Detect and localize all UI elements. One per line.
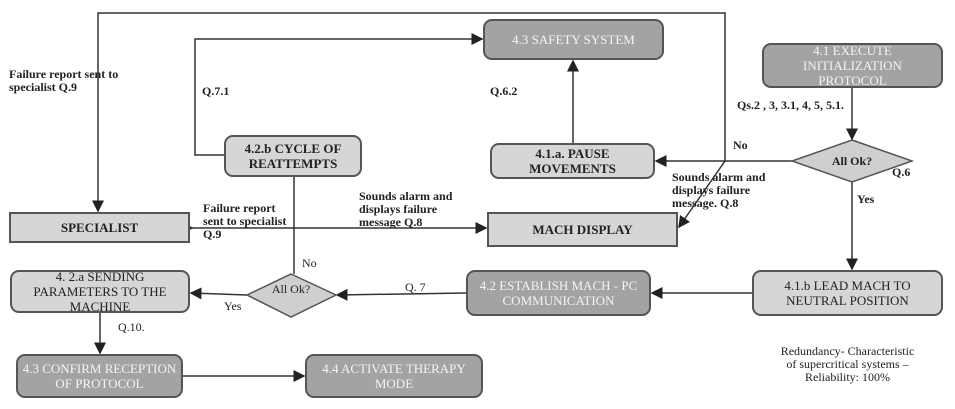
node-cycle-reattempts: 4.2.b CYCLE OF REATTEMPTS xyxy=(224,135,362,177)
node-specialist: SPECIALIST xyxy=(9,212,190,243)
edge-junction-to-display xyxy=(678,160,726,229)
edge-establish-to-decision xyxy=(335,288,467,301)
edge-decision-to-sending xyxy=(189,287,248,300)
label-q6-2: Q.6.2 xyxy=(490,84,518,98)
decision-right-label: All Ok? xyxy=(831,154,873,168)
label-failure-report-mid: Failure report sent to specialist Q.9 xyxy=(203,201,287,241)
label-q6: Q.6 xyxy=(892,165,911,179)
node-mach-display: MACH DISPLAY xyxy=(487,212,678,247)
node-confirm-reception: 4.3 CONFIRM RECEPTION OF PROTOCOL xyxy=(16,354,183,398)
label-qs-list: Qs.2 , 3, 3.1, 4, 5, 5.1. xyxy=(737,98,845,112)
node-lead-neutral: 4.1.b LEAD MACH TO NEUTRAL POSITION xyxy=(752,270,943,316)
node-activate-therapy: 4.4 ACTIVATE THERAPY MODE xyxy=(305,354,483,398)
node-pause-movements: 4.1.a. PAUSE MOVEMENTS xyxy=(490,143,655,179)
label-no-right: No xyxy=(733,138,748,152)
label-sounds-alarm-mid: Sounds alarm and displays failure messag… xyxy=(359,189,453,229)
label-failure-report-top: Failure report sent to specialist Q.9 xyxy=(9,67,119,94)
decision-left-shape xyxy=(245,273,338,318)
label-q10: Q.10. xyxy=(118,320,145,334)
node-execute-init: 4.1 EXECUTE INITIALIZATION PROTOCOL xyxy=(762,43,943,88)
label-no-left: No xyxy=(302,256,317,270)
label-sounds-alarm-right: Sounds alarm and displays failure messag… xyxy=(672,170,766,210)
label-q7-1: Q.7.1 xyxy=(202,84,230,98)
label-yes-left: Yes xyxy=(224,299,242,313)
node-establish-comm: 4.2 ESTABLISH MACH - PC COMMUNICATION xyxy=(466,270,651,316)
edge-top-loop-to-specialist xyxy=(92,12,726,213)
edge-cycle-to-safety xyxy=(194,33,484,156)
node-sending-params: 4. 2.a SENDING PARAMETERS TO THE MACHINE xyxy=(10,269,190,314)
decision-right-shape xyxy=(789,139,915,183)
decision-left-label: All Ok? xyxy=(271,282,311,296)
label-redundancy-note: Redundancy- Characteristic of supercriti… xyxy=(780,344,915,384)
label-yes-right: Yes xyxy=(857,192,875,206)
label-q7: Q. 7 xyxy=(405,280,426,294)
node-safety-system: 4.3 SAFETY SYSTEM xyxy=(483,19,664,60)
